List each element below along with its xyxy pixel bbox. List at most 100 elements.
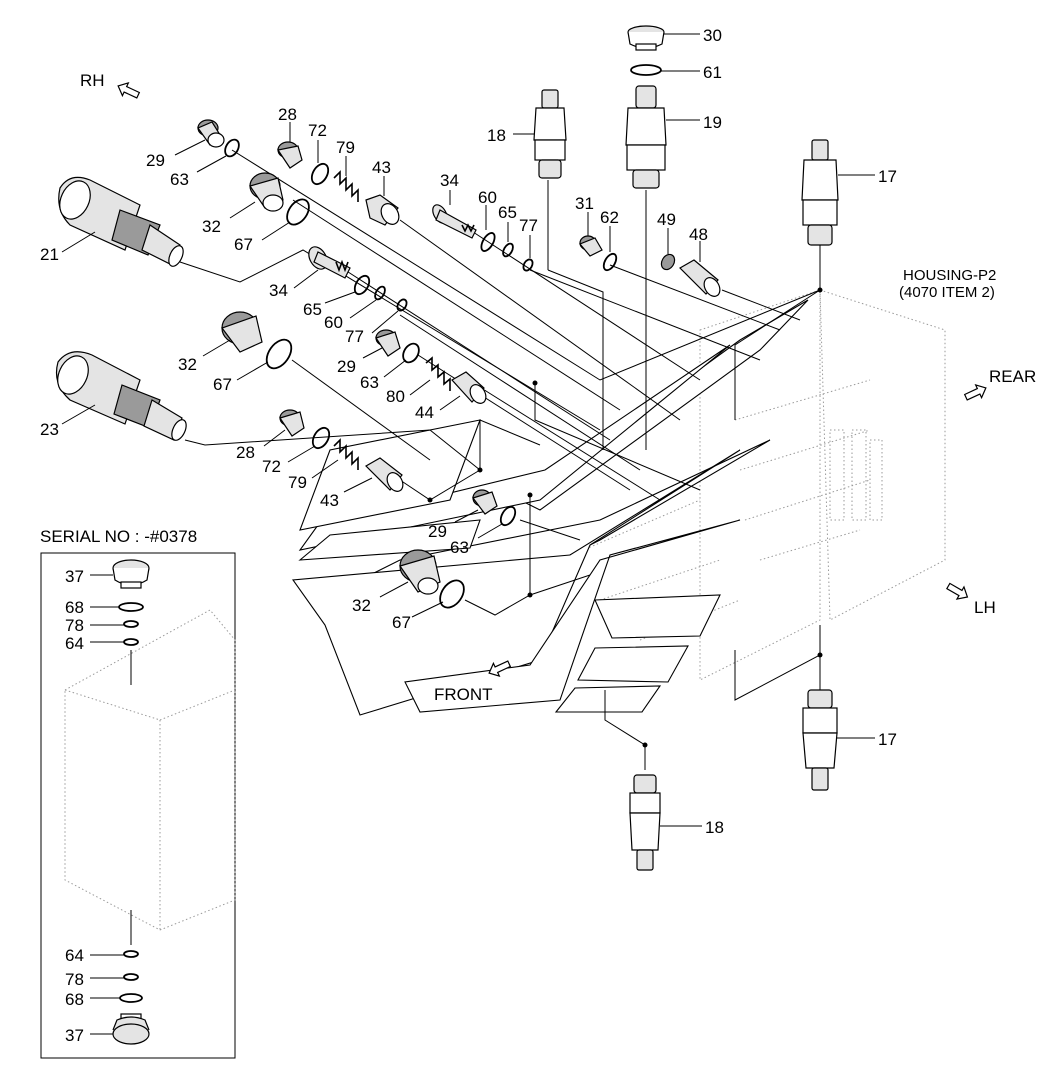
part-77-backup-ring-top [522,258,534,272]
front-plates [291,299,809,716]
callout-34-mid: 34 [269,281,288,300]
housing-label-line1: HOUSING-P2 [903,267,996,284]
part-23-main-relief-valve [55,351,187,441]
part-31-plug [579,235,603,257]
callout-21: 21 [40,245,59,264]
callout-17-top: 17 [878,167,897,186]
callout-68-bottom: 68 [65,990,84,1009]
callout-80: 80 [386,387,405,406]
part-49-filter [660,253,676,271]
arrow-front-icon [488,660,512,677]
callout-18-low: 18 [705,818,724,837]
callout-79-low: 79 [288,473,307,492]
part-32-plug-low [399,549,441,595]
arrow-rh-icon [117,82,141,99]
callout-29-mid: 29 [337,357,356,376]
serial-inset-housing [64,609,236,931]
part-64-o-ring-bottom [123,950,139,958]
callout-63-top: 63 [170,170,189,189]
callout-65-mid: 65 [303,300,322,319]
callout-32-low: 32 [352,596,371,615]
callout-64-bottom: 64 [65,946,84,965]
part-34-poppet-mid [308,246,351,279]
callout-65-top: 65 [498,203,517,222]
part-72-o-ring-top [310,162,330,186]
part-65-o-ring-top [502,242,514,258]
part-61-o-ring [630,64,662,76]
callout-18-top: 18 [487,126,506,145]
callout-79-top: 79 [336,138,355,157]
callout-30: 30 [703,26,722,45]
housing-label-line2: (4070 ITEM 2) [899,284,995,301]
callout-62: 62 [600,208,619,227]
callout-32-top: 32 [202,217,221,236]
callout-37-bottom: 37 [65,1026,84,1045]
part-18-relief-valve-top [533,89,567,179]
part-67-o-ring-top [286,198,310,226]
label-lh: LH [974,598,996,617]
serial-inset-box [40,552,236,1059]
callout-28-top: 28 [278,105,297,124]
part-19-relief-valve [625,85,667,189]
part-79-spring-top [333,170,359,202]
direction-front: FRONT [434,660,512,704]
direction-lh: LH [946,582,996,617]
part-17-relief-valve-top [801,139,839,246]
part-32-plug-mid [221,311,263,353]
label-rear: REAR [989,367,1036,386]
part-79-spring-low [333,438,359,470]
part-63-o-ring-mid [402,342,420,364]
part-67-o-ring-mid [265,338,293,370]
part-43-spool-low [365,457,404,492]
callout-28-low: 28 [236,443,255,462]
callout-29-low: 29 [428,522,447,541]
part-29-plug-low [472,489,498,515]
part-18-relief-valve-low [629,774,661,871]
callout-63-low: 63 [450,538,469,557]
part-37-cap-bottom [112,1013,150,1045]
callout-32-mid: 32 [178,355,197,374]
serial-title: SERIAL NO : -#0378 [40,527,197,546]
callout-60-top: 60 [478,188,497,207]
callout-63-mid: 63 [360,373,379,392]
callout-43-low: 43 [320,491,339,510]
label-front: FRONT [434,685,493,704]
callout-78-bottom: 78 [65,970,84,989]
part-72-o-ring-low [311,426,331,450]
part-29-plug-mid [375,329,401,357]
callout-67-low: 67 [392,613,411,632]
part-30-cap [627,25,665,51]
callout-31: 31 [575,194,594,213]
part-77-backup-ring-mid [396,298,408,312]
callout-64-top: 64 [65,634,84,653]
callout-61: 61 [703,63,722,82]
part-32-plug-top [249,172,284,212]
part-63-o-ring-low [499,505,517,527]
arrow-lh-icon [946,582,969,600]
part-60-o-ring-mid [374,285,386,301]
callout-67-mid: 67 [213,375,232,394]
part-78-backup-ring-top [123,620,139,628]
part-63-o-ring-top [224,138,240,158]
callout-37-top: 37 [65,567,84,586]
callout-44: 44 [415,403,434,422]
part-78-backup-ring-bottom [123,973,139,981]
part-28-plug-top [277,141,303,169]
part-48-spool [679,259,721,297]
part-17-relief-valve-low [802,689,838,791]
callout-67-top: 67 [234,235,253,254]
direction-rh: RH [80,71,141,99]
callout-49: 49 [657,210,676,229]
callout-23: 23 [40,420,59,439]
part-28-plug-low [279,409,305,437]
callout-78-top: 78 [65,616,84,635]
part-29-plug-top [197,119,225,148]
part-67-o-ring-low [439,579,465,609]
part-60-o-ring-top [480,232,496,252]
part-37-cap-top [112,559,150,589]
part-65-o-ring-mid [353,274,371,296]
direction-rear: REAR [963,367,1036,401]
part-21-main-relief-valve [58,176,184,267]
callout-17-low: 17 [878,730,897,749]
